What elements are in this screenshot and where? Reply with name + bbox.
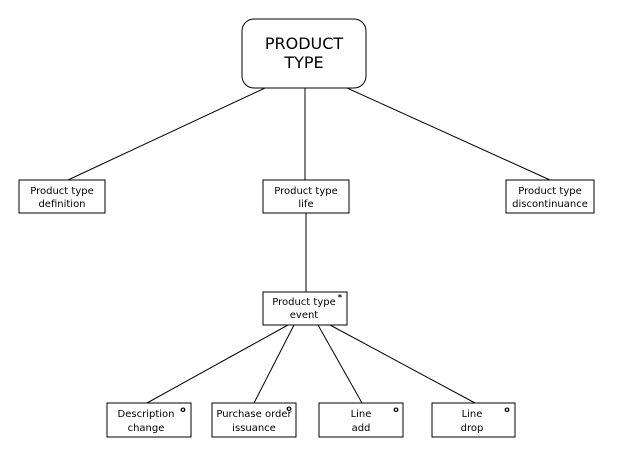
node-label-line2: change xyxy=(128,423,165,434)
node-product-type-definition: Product type definition xyxy=(18,179,106,214)
node-label-line1: Product type xyxy=(274,186,338,197)
node-label-line2: event xyxy=(290,310,319,321)
edge-event-description-change xyxy=(146,324,289,404)
node-label-line2: add xyxy=(352,423,371,434)
iteration-marker: * xyxy=(338,293,343,302)
node-label-line1: Purchase order xyxy=(216,409,292,420)
node-label-line2: definition xyxy=(38,199,85,210)
connectors xyxy=(67,87,551,404)
node-label-line2: life xyxy=(298,199,313,210)
node-label-line1: Product type xyxy=(30,186,94,197)
node-line-add: Line add o xyxy=(318,402,404,438)
node-product-type-life: Product type life xyxy=(262,179,350,214)
root-label-line1: PRODUCT xyxy=(265,34,344,53)
node-product-type-discontinuance: Product type discontinuance xyxy=(505,179,595,214)
edge-root-discontinuance xyxy=(346,87,551,181)
node-product-type-event: Product type event * xyxy=(262,291,348,326)
node-label-line1: Line xyxy=(351,409,372,420)
node-label-line2: discontinuance xyxy=(512,199,588,210)
root-label-line2: TYPE xyxy=(283,53,323,72)
edge-event-purchase-order xyxy=(253,324,295,404)
node-label-line1: Product type xyxy=(518,186,582,197)
selection-marker: o xyxy=(180,405,186,414)
selection-marker: o xyxy=(504,405,510,414)
node-purchase-order-issuance: Purchase order issuance o xyxy=(211,402,297,438)
node-label-line1: Line xyxy=(462,409,483,420)
edge-event-line-add xyxy=(317,324,363,404)
node-label-line1: Description xyxy=(118,409,175,420)
node-label-line2: drop xyxy=(461,423,484,434)
root-node: PRODUCT TYPE xyxy=(241,18,367,89)
edge-event-line-drop xyxy=(329,324,476,404)
node-label-line1: Product type xyxy=(272,297,336,308)
node-description-change: Description change o xyxy=(106,402,192,438)
edge-root-definition xyxy=(67,87,266,181)
node-line-drop: Line drop o xyxy=(431,402,516,438)
selection-marker: o xyxy=(393,405,399,414)
selection-marker: o xyxy=(286,404,292,413)
node-label-line2: issuance xyxy=(232,423,276,434)
